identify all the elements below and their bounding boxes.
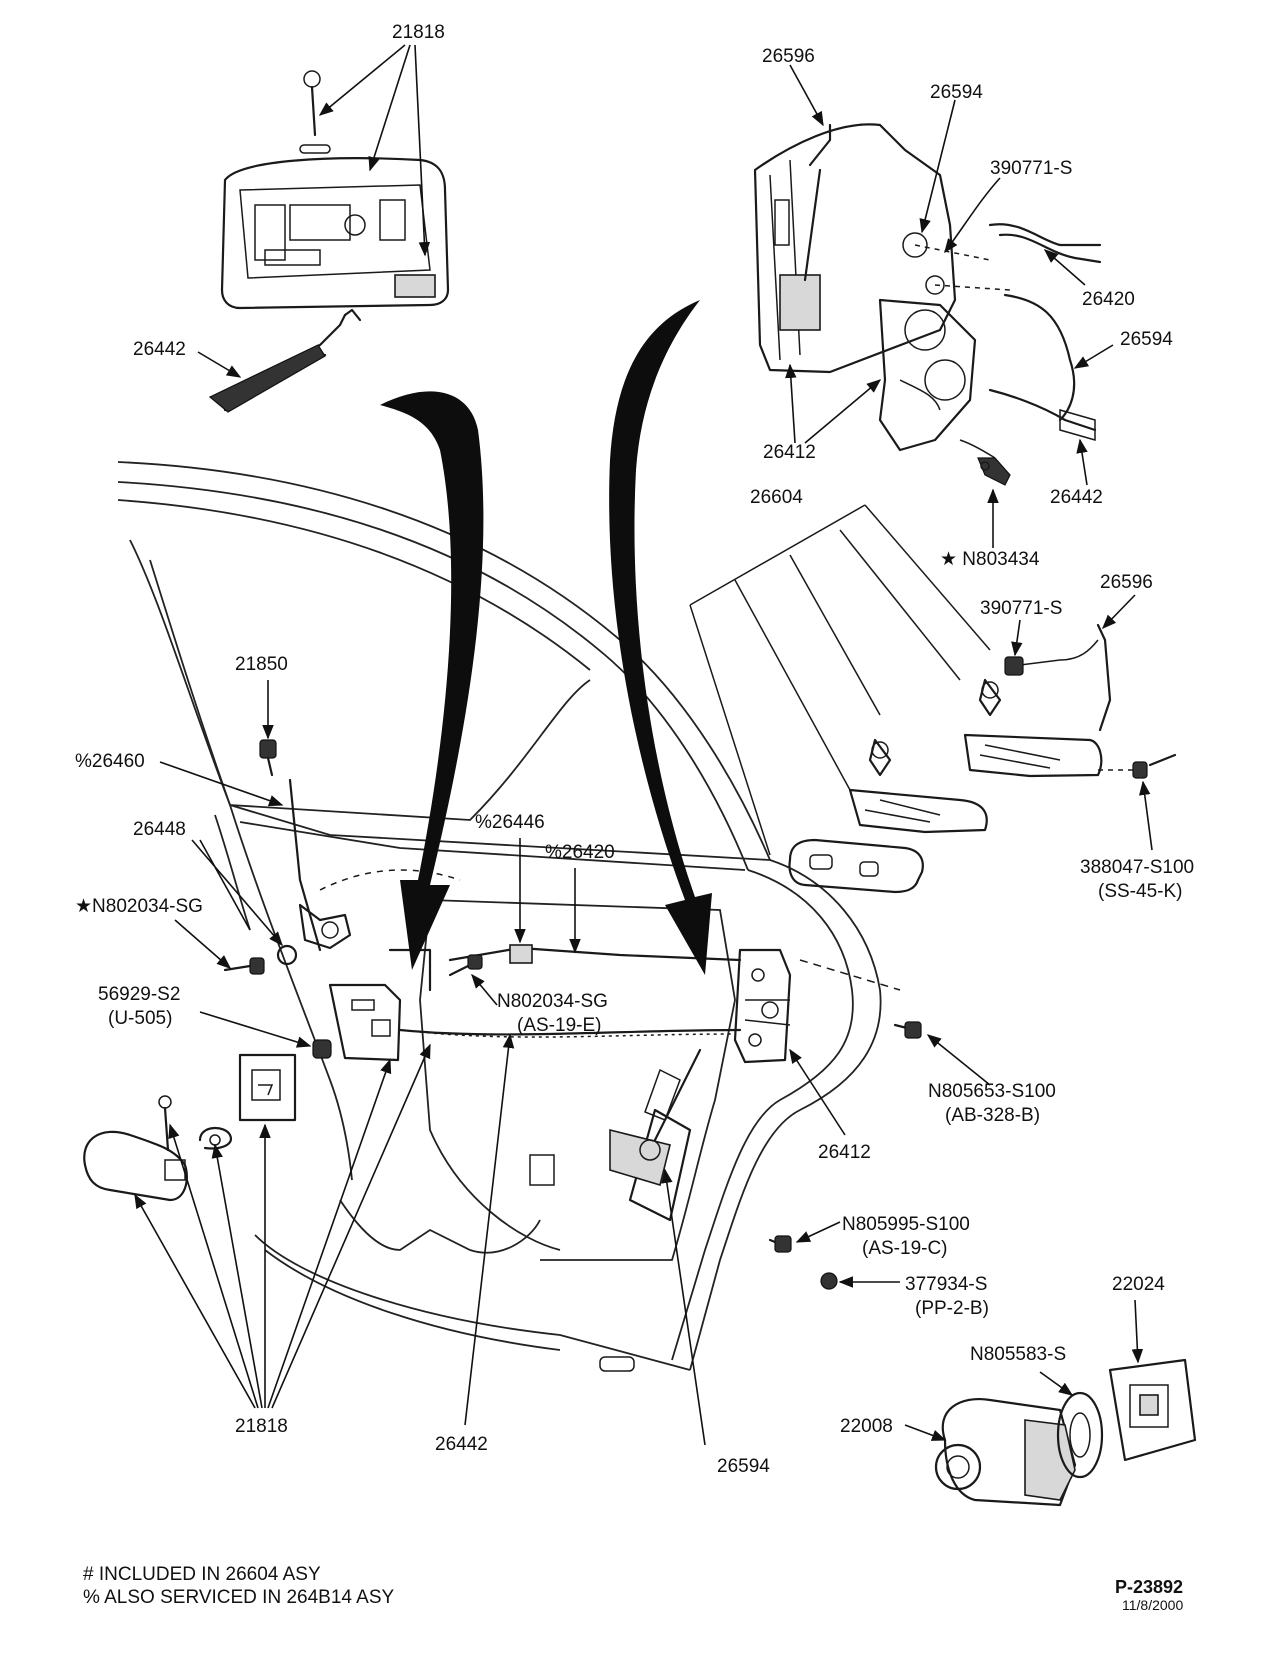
callout-26420-mid: %26420 bbox=[545, 842, 615, 863]
footnotes: # INCLUDED IN 26604 ASY % ALSO SERVICED … bbox=[83, 1564, 395, 1608]
callout-labels: 21818 26442 26596 26594 390771-S 26420 2… bbox=[75, 22, 1194, 1477]
callout-n805995-sub: (AS-19-C) bbox=[862, 1238, 948, 1259]
callout-n805583: N805583-S bbox=[970, 1344, 1066, 1365]
callout-26594-top: 26594 bbox=[930, 82, 983, 103]
footnote-included: # INCLUDED IN 26604 ASY bbox=[83, 1564, 321, 1585]
callout-n803434: ★ N803434 bbox=[940, 549, 1040, 570]
callout-26420-right: 26420 bbox=[1082, 289, 1135, 310]
callout-377934: 377934-S bbox=[905, 1274, 987, 1295]
callout-377934-sub: (PP-2-B) bbox=[915, 1298, 989, 1319]
callout-22008: 22008 bbox=[840, 1416, 893, 1437]
door-lock-actuator bbox=[609, 1068, 692, 1222]
callout-388047-sub: (SS-45-K) bbox=[1098, 881, 1182, 902]
inside-handle-inset bbox=[220, 70, 450, 310]
reference-block: P-23892 11/8/2000 bbox=[1115, 1577, 1183, 1613]
callout-390771-top: 390771-S bbox=[990, 158, 1072, 179]
callout-22024: 22024 bbox=[1112, 1274, 1165, 1295]
callout-26412-mid: 26412 bbox=[818, 1142, 871, 1163]
callout-26442-bottom: 26442 bbox=[435, 1434, 488, 1455]
callout-26596-mid: 26596 bbox=[1100, 572, 1153, 593]
callout-21818-top: 21818 bbox=[392, 22, 445, 43]
large-curved-arrow-left bbox=[380, 391, 484, 970]
left-small-parts bbox=[83, 739, 533, 1202]
callout-56929: 56929-S2 bbox=[98, 984, 180, 1005]
callout-26604: 26604 bbox=[750, 487, 803, 508]
large-curved-arrow-right bbox=[609, 300, 712, 975]
callout-26460: %26460 bbox=[75, 751, 145, 772]
callout-26594-right: 26594 bbox=[1120, 329, 1173, 350]
callout-n805653: N805653-S100 bbox=[928, 1081, 1056, 1102]
rear-door-body bbox=[117, 461, 901, 1372]
callout-26448: 26448 bbox=[133, 819, 186, 840]
reference-date: 11/8/2000 bbox=[1122, 1597, 1183, 1613]
callout-n802034-left: ★N802034-SG bbox=[75, 896, 203, 917]
callout-n805995: N805995-S100 bbox=[842, 1214, 970, 1235]
footnote-serviced: % ALSO SERVICED IN 264B14 ASY bbox=[83, 1587, 395, 1608]
callout-26594-bottom: 26594 bbox=[717, 1456, 770, 1477]
callout-390771-mid: 390771-S bbox=[980, 598, 1062, 619]
leader-lines bbox=[134, 44, 1153, 1446]
rod-26442-inset bbox=[208, 308, 362, 413]
callout-n805653-sub: (AB-328-B) bbox=[945, 1105, 1040, 1126]
callout-26596-top: 26596 bbox=[762, 46, 815, 67]
callout-56929-sub: (U-505) bbox=[108, 1008, 172, 1029]
callout-n802034-mid-sub: (AS-19-E) bbox=[517, 1015, 601, 1036]
callout-26446: %26446 bbox=[475, 812, 545, 833]
callout-26442-inset: 26442 bbox=[133, 339, 186, 360]
inside-handle-bracket-installed bbox=[328, 948, 432, 1062]
callout-388047: 388047-S100 bbox=[1080, 857, 1194, 878]
callout-n802034-mid: N802034-SG bbox=[497, 991, 608, 1012]
lock-cylinder-parts bbox=[768, 1021, 1197, 1507]
callout-26442-right: 26442 bbox=[1050, 487, 1103, 508]
reference-code: P-23892 bbox=[1115, 1577, 1183, 1597]
latch-inset bbox=[753, 123, 1102, 486]
callout-21850: 21850 bbox=[235, 654, 288, 675]
outside-handle-exploded bbox=[689, 504, 1177, 894]
latch-installed bbox=[733, 948, 792, 1064]
connecting-rods bbox=[288, 778, 742, 1152]
callout-26412-top: 26412 bbox=[763, 442, 816, 463]
callout-21818-bottom: 21818 bbox=[235, 1416, 288, 1437]
